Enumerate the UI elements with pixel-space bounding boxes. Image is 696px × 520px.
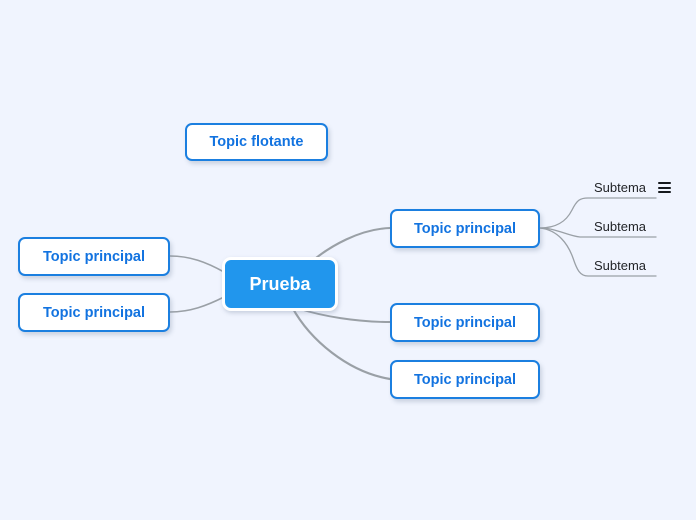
edge-root-left-1 [169, 255, 225, 273]
node-subtopic-3[interactable]: Subtema [588, 258, 652, 276]
node-subtopic-2[interactable]: Subtema [588, 219, 652, 237]
subtopic-label: Subtema [594, 180, 647, 195]
subtopic-label: Subtema [594, 258, 647, 273]
node-topic-left-2[interactable]: Topic principal [18, 293, 170, 332]
hamburger-icon[interactable] [658, 182, 671, 193]
node-topic-right-1[interactable]: Topic principal [390, 209, 540, 248]
edge-root-left-2 [169, 296, 225, 313]
node-label: Topic principal [413, 220, 517, 237]
node-label: Topic flotante [209, 134, 304, 150]
node-topic-right-3[interactable]: Topic principal [390, 360, 540, 399]
node-label: Topic principal [42, 304, 146, 321]
node-label: Topic principal [413, 371, 517, 388]
node-topic-flotante[interactable]: Topic flotante [185, 123, 328, 161]
node-topic-right-2[interactable]: Topic principal [390, 303, 540, 342]
node-subtopic-1[interactable]: Subtema [588, 180, 652, 198]
edge-root-right-3 [290, 305, 392, 381]
node-label: Prueba [249, 273, 311, 294]
node-label: Topic principal [413, 314, 517, 331]
node-root-prueba[interactable]: Prueba [222, 257, 338, 311]
node-topic-left-1[interactable]: Topic principal [18, 237, 170, 276]
subtopic-label: Subtema [594, 219, 647, 234]
node-label: Topic principal [42, 248, 146, 265]
